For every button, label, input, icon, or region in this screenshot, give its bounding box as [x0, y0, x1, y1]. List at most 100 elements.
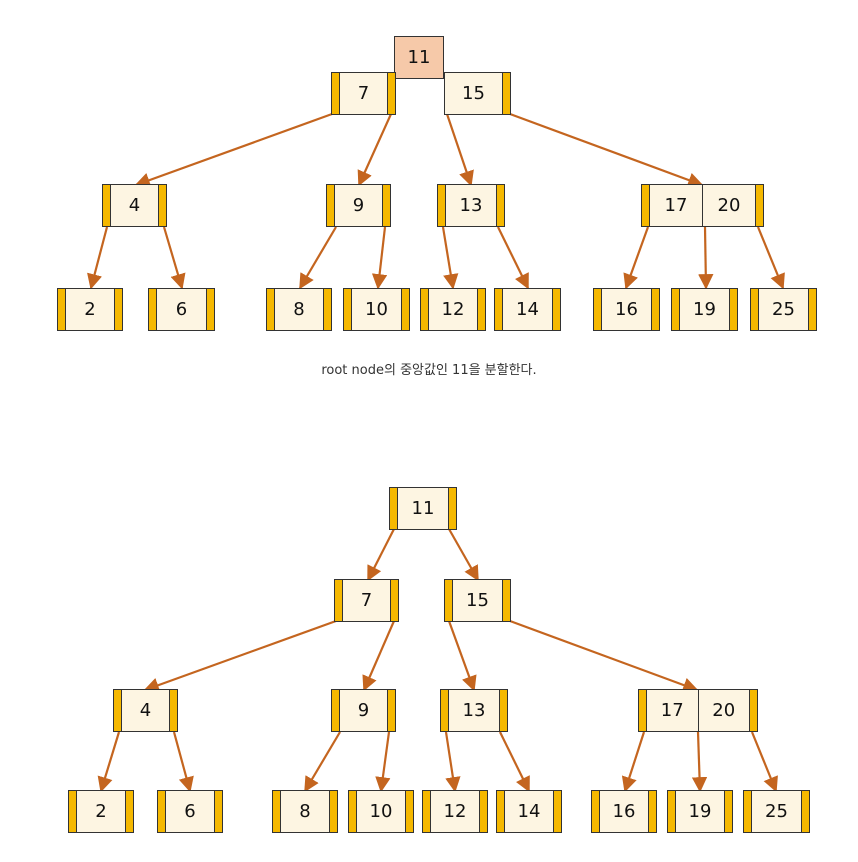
- node-value: 19: [688, 801, 712, 822]
- node-value: 25: [772, 299, 795, 320]
- tree-node: 19: [667, 790, 733, 833]
- node-bar-right: [502, 580, 510, 621]
- node-bar-right: [125, 791, 133, 832]
- node-bar-right: [390, 580, 398, 621]
- edge: [97, 731, 121, 793]
- node-value: 7: [360, 590, 373, 611]
- edge: [362, 620, 396, 692]
- node-bar-right: [552, 289, 560, 330]
- node-value: 17: [664, 195, 688, 216]
- node-value: 8: [293, 299, 305, 320]
- node-value: 17: [660, 700, 684, 721]
- edge: [444, 731, 461, 793]
- node-bar-left: [421, 289, 429, 330]
- edge: [447, 620, 477, 692]
- tree-node: 16: [591, 790, 657, 833]
- edge: [304, 731, 341, 793]
- tree-node: 14: [494, 288, 561, 331]
- node-bar-left: [423, 791, 431, 832]
- edge: [499, 731, 530, 793]
- tree-node: 2: [68, 790, 134, 833]
- tree-node: 9: [326, 184, 391, 227]
- edge: [698, 226, 714, 290]
- node-value: 20: [697, 690, 750, 731]
- edge: [691, 731, 708, 793]
- node-bar-left: [639, 690, 647, 731]
- node-value: 15: [466, 590, 489, 611]
- tree-node: 15: [444, 72, 511, 115]
- tree-node: 8: [272, 790, 338, 833]
- tree-node: 7: [334, 579, 399, 622]
- tree-node: 6: [157, 790, 223, 833]
- node-bar-left: [267, 289, 275, 330]
- node-value: 13: [462, 700, 486, 721]
- node-bar-left: [332, 73, 340, 114]
- node-bar-left: [592, 791, 600, 832]
- tree-node: 11: [389, 487, 457, 530]
- edge: [441, 226, 459, 290]
- node-value: 14: [517, 801, 541, 822]
- tree-node: 25: [750, 288, 817, 331]
- node-value: 9: [352, 195, 365, 216]
- node-value: 13: [459, 195, 483, 216]
- tree-node-highlighted: 11: [394, 36, 444, 79]
- node-bar-left: [69, 791, 77, 832]
- node-bar-right: [808, 289, 816, 330]
- node-bar-left: [497, 791, 505, 832]
- node-bar-right: [479, 791, 487, 832]
- edge: [448, 528, 479, 582]
- node-bar-left: [438, 185, 446, 226]
- edge: [509, 619, 699, 693]
- node-bar-right: [502, 73, 510, 114]
- node-value: 6: [184, 801, 196, 822]
- edge: [445, 113, 474, 187]
- node-bar-right: [387, 690, 395, 731]
- edge: [375, 731, 391, 793]
- tree-node: 12: [420, 288, 486, 331]
- node-value: 8: [299, 801, 311, 822]
- node-value: 15: [462, 83, 485, 104]
- node-bar-right: [648, 791, 656, 832]
- node-bar-left: [642, 185, 650, 226]
- node-bar-left: [751, 289, 759, 330]
- node-bar-left: [344, 289, 352, 330]
- node-value: 12: [443, 801, 467, 822]
- edge: [143, 619, 337, 693]
- node-value: 6: [175, 299, 188, 320]
- edge: [172, 731, 194, 793]
- node-value: 2: [95, 801, 107, 822]
- node-bar-right: [801, 791, 809, 832]
- edge: [750, 731, 778, 793]
- tree-node: 4: [102, 184, 167, 227]
- node-bar-right: [553, 791, 561, 832]
- tree-node: 12: [422, 790, 488, 833]
- node-value: 10: [365, 299, 388, 320]
- edge: [367, 528, 395, 582]
- edge: [87, 226, 109, 290]
- tree-node: 16: [593, 288, 660, 331]
- node-bar-right: [496, 185, 504, 226]
- node-bar-left: [335, 580, 343, 621]
- node-bar-left: [744, 791, 752, 832]
- node-bar-left: [58, 289, 66, 330]
- node-bar-left: [672, 289, 680, 330]
- node-bar-right: [214, 791, 222, 832]
- node-value: 19: [693, 299, 716, 320]
- node-value: 9: [357, 700, 370, 721]
- edge: [357, 113, 393, 187]
- edge: [756, 226, 785, 290]
- node-bar-left: [668, 791, 676, 832]
- node-bar-left: [441, 690, 449, 731]
- edge: [621, 731, 646, 793]
- node-bar-right: [387, 73, 395, 114]
- node-bar-left: [327, 185, 335, 226]
- tree-node: 17 20: [641, 184, 764, 227]
- node-bar-right: [477, 289, 485, 330]
- node-value: 7: [357, 83, 370, 104]
- node-value: 11: [411, 498, 435, 519]
- tree-node: 10: [348, 790, 414, 833]
- edge: [497, 226, 529, 290]
- edge: [299, 226, 337, 290]
- node-bar-right: [651, 289, 659, 330]
- node-bar-right: [401, 289, 409, 330]
